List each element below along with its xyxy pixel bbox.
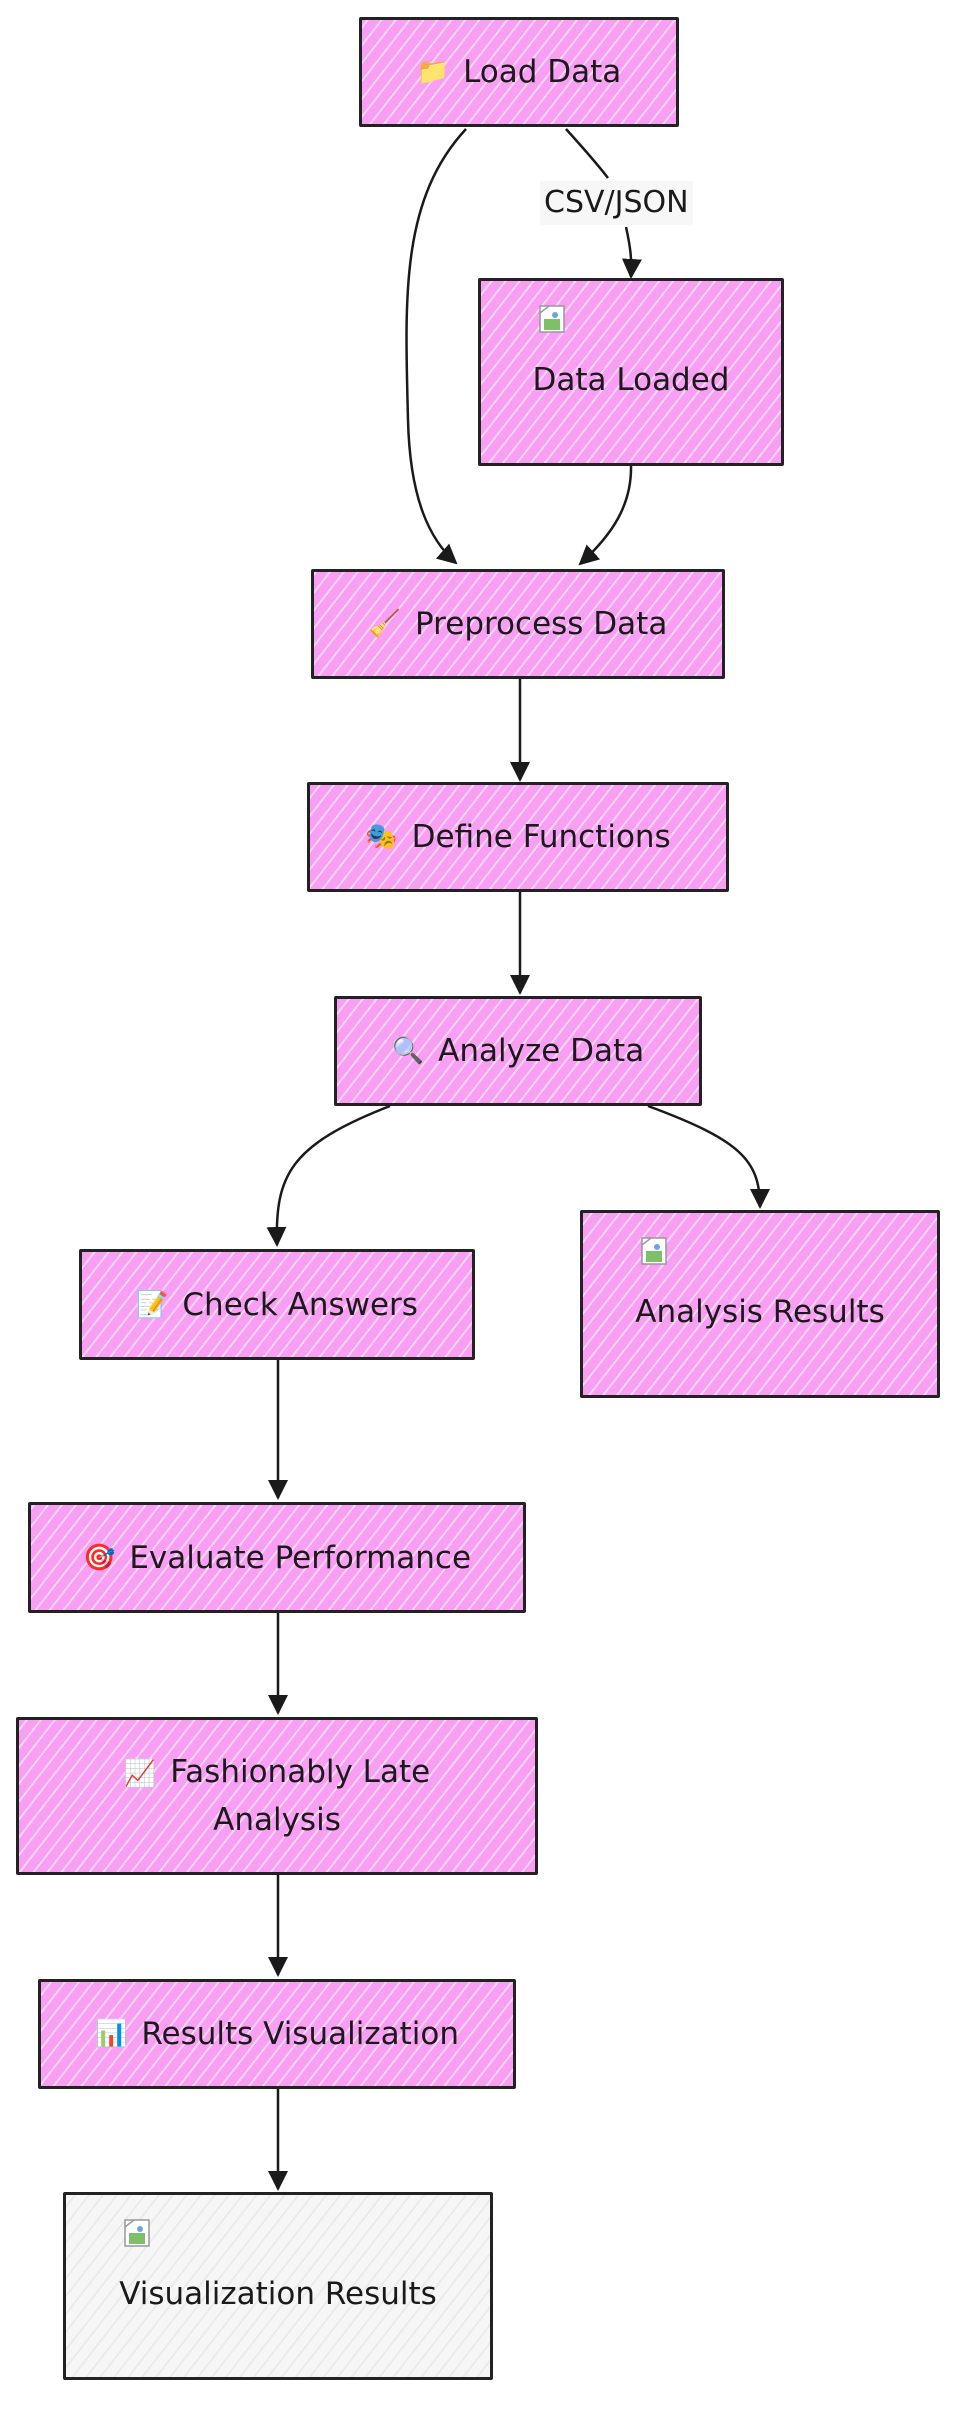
node-label: Analysis Results — [635, 1294, 885, 1330]
edge-analyze-to-check — [266, 1104, 391, 1247]
node-analysis-results[interactable]: Analysis Results — [580, 1210, 940, 1398]
broom-icon: 🧹 — [368, 609, 402, 639]
node-label: Check Answers — [182, 1286, 418, 1323]
node-evaluate-performance[interactable]: 🎯 Evaluate Performance — [28, 1502, 526, 1613]
edge-load-to-loaded-b — [621, 226, 642, 279]
broken-image-icon — [539, 305, 567, 335]
edge-load-to-loaded-a — [565, 128, 609, 179]
node-label: Visualization Results — [119, 2276, 437, 2312]
magnifier-icon: 🔍 — [391, 1036, 425, 1066]
edge-loaded-to-preprocess — [578, 464, 633, 566]
node-label: Load Data — [463, 54, 622, 90]
node-label: Analyze Data — [438, 1033, 645, 1069]
node-label: Results Visualization — [141, 2016, 459, 2052]
memo-icon: 📝 — [136, 1289, 169, 1320]
edge-label-csv-json: CSV/JSON — [540, 181, 693, 225]
node-fashionably-late-analysis[interactable]: 📈 Fashionably Late Analysis — [16, 1717, 538, 1875]
node-define-functions[interactable]: 🎭 Define Functions — [307, 782, 729, 892]
node-results-visualization[interactable]: 📊 Results Visualization — [38, 1979, 516, 2089]
node-label: Preprocess Data — [415, 606, 668, 642]
edge-analyze-to-results — [647, 1104, 770, 1209]
node-check-answers[interactable]: 📝 Check Answers — [79, 1249, 475, 1360]
bar-chart-icon: 📊 — [95, 2019, 128, 2049]
edge-load-to-preprocess — [405, 128, 467, 565]
node-analyze-data[interactable]: 🔍 Analyze Data — [334, 996, 702, 1106]
node-label-line1: Fashionably Late — [170, 1754, 431, 1790]
node-label: Define Functions — [411, 819, 671, 855]
node-label-line2: Analysis — [213, 1802, 341, 1838]
node-label: Evaluate Performance — [129, 1539, 472, 1576]
node-data-loaded[interactable]: Data Loaded — [478, 278, 784, 466]
broken-image-icon — [641, 1237, 669, 1267]
node-visualization-results[interactable]: Visualization Results — [63, 2192, 493, 2380]
target-icon: 🎯 — [82, 1542, 116, 1573]
node-preprocess-data[interactable]: 🧹 Preprocess Data — [311, 569, 725, 679]
broken-image-icon — [124, 2219, 152, 2249]
theater-masks-icon: 🎭 — [365, 822, 398, 852]
chart-increasing-icon: 📈 — [123, 1759, 157, 1789]
node-load-data[interactable]: 📁 Load Data — [359, 17, 679, 127]
folder-icon: 📁 — [416, 57, 450, 87]
node-label: Data Loaded — [532, 362, 730, 398]
